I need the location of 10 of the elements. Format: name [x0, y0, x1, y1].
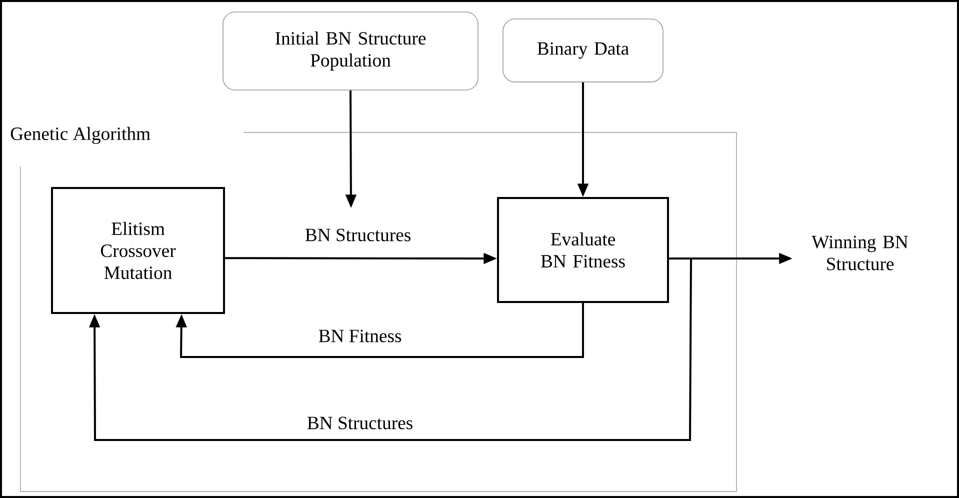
edge-label: BN Structures	[306, 415, 414, 431]
arrow	[176, 303, 584, 358]
input-box: Initial BN Structure Population	[222, 12, 478, 90]
arrow	[88, 257, 692, 441]
output-text: Winning BN Structure	[812, 236, 908, 270]
process-box: Evaluate BN Fitness	[497, 197, 669, 303]
edge-label: BN Fitness	[316, 328, 404, 344]
input-box: Binary Data	[502, 18, 664, 82]
process-box: Elitism Crossover Mutation	[51, 186, 225, 314]
edge-label: BN Structures	[304, 227, 412, 243]
